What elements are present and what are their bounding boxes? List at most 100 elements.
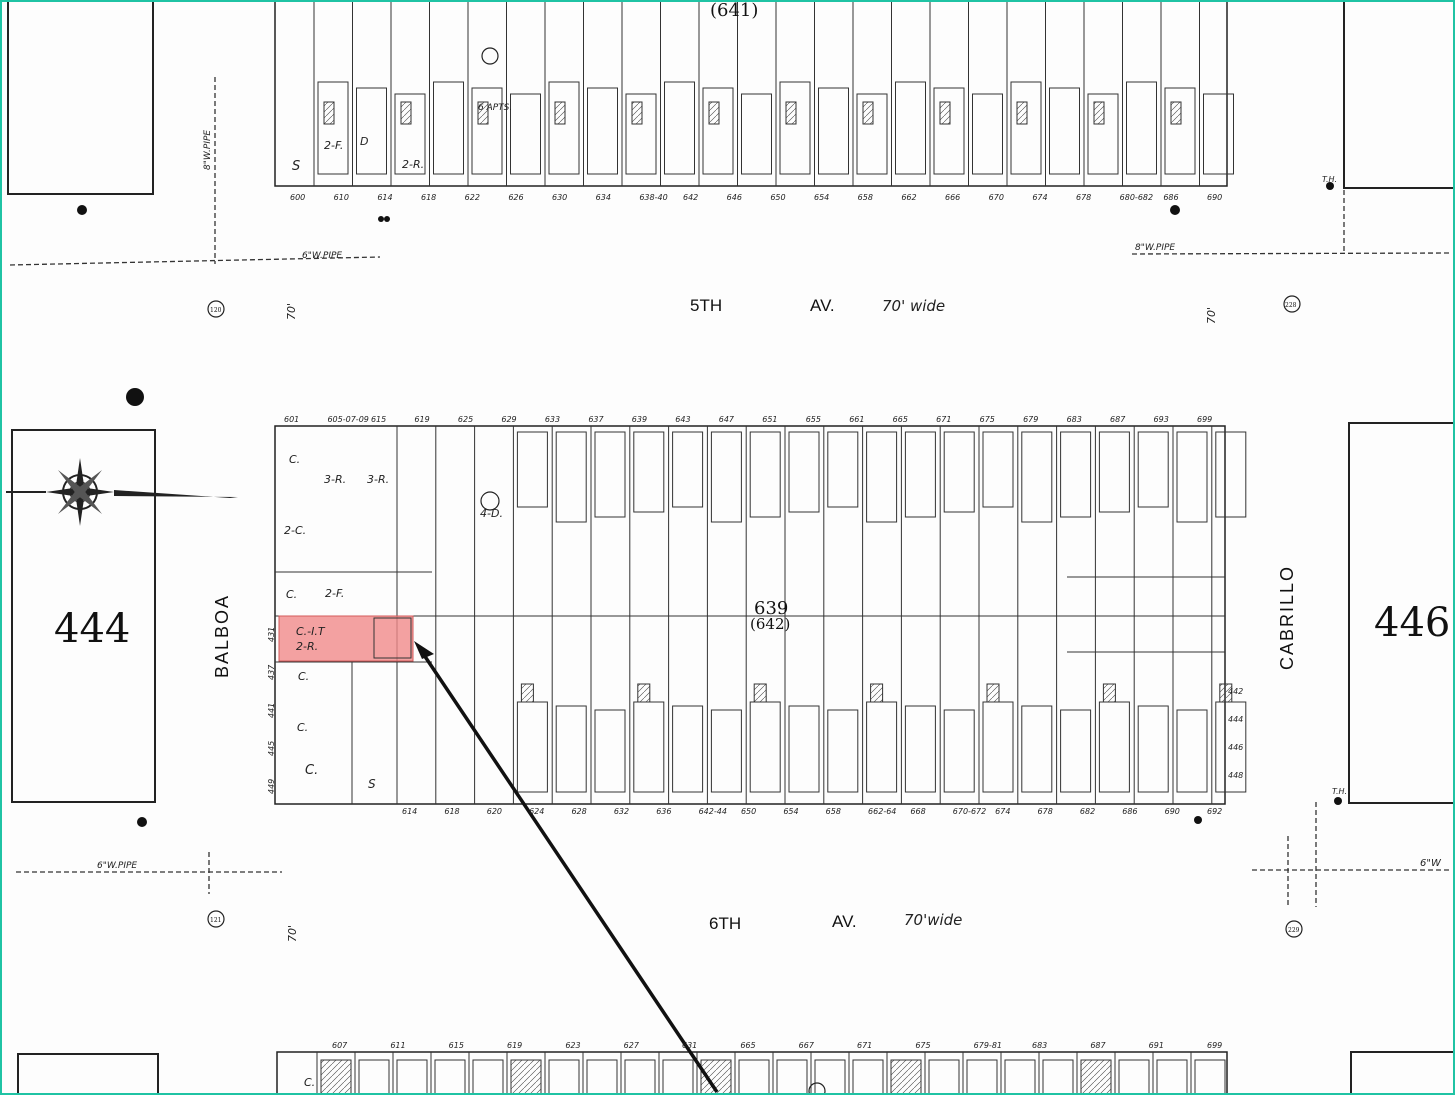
address-number: 622 bbox=[465, 193, 480, 202]
address-number: 628 bbox=[571, 807, 586, 816]
block-sub-642: (642) bbox=[750, 615, 790, 633]
water-pipes bbox=[9, 77, 1452, 907]
address-number: 629 bbox=[501, 415, 516, 424]
address-number: 442 bbox=[1228, 687, 1243, 696]
hydrant-markers bbox=[207, 47, 1303, 1093]
building-labels: C. 3-R. 3-R. 2-C. 2-F. C. C. C. C. S S 2… bbox=[284, 103, 1347, 1089]
svg-text:T.H.: T.H. bbox=[1332, 787, 1347, 796]
address-number: 662-64 bbox=[868, 807, 896, 816]
address-number: 624 bbox=[529, 807, 544, 816]
address-number: 686 bbox=[1163, 193, 1178, 202]
address-number: 654 bbox=[783, 807, 798, 816]
address-number: 642-44 bbox=[699, 807, 727, 816]
address-number: 692 bbox=[1207, 807, 1222, 816]
address-number: 665 bbox=[740, 1041, 755, 1050]
address-number: 614 bbox=[377, 193, 392, 202]
address-number: 675 bbox=[980, 415, 995, 424]
address-number: 658 bbox=[858, 193, 873, 202]
address-number: 670 bbox=[989, 193, 1004, 202]
address-number: 620 bbox=[487, 807, 502, 816]
svg-text:D: D bbox=[360, 135, 368, 148]
svg-text:C.: C. bbox=[305, 763, 318, 778]
address-number: 642 bbox=[683, 193, 698, 202]
address-number: 683 bbox=[1032, 1041, 1047, 1050]
highlight-label-2: 2-R. bbox=[296, 640, 318, 653]
pipe-label-top-right: 8"W.PIPE bbox=[1135, 243, 1175, 253]
address-number: 687 bbox=[1110, 415, 1126, 424]
highlighted-parcel[interactable]: C.-I.T 2-R. bbox=[278, 615, 414, 662]
svg-text:120: 120 bbox=[210, 307, 222, 314]
svg-text:S: S bbox=[292, 159, 300, 174]
svg-text:121: 121 bbox=[210, 917, 221, 924]
address-number: 691 bbox=[1149, 1041, 1164, 1050]
address-number: 667 bbox=[799, 1041, 815, 1050]
address-number: 671 bbox=[857, 1041, 872, 1050]
address-number: 679-81 bbox=[974, 1041, 1002, 1050]
hydrant-numbers: 120 228 121 229 bbox=[210, 302, 1300, 934]
address-number: 654 bbox=[814, 193, 829, 202]
address-number: 666 bbox=[945, 193, 960, 202]
svg-text:S: S bbox=[368, 777, 376, 791]
address-number: 674 bbox=[995, 807, 1010, 816]
address-number: 611 bbox=[390, 1041, 405, 1050]
address-number: 643 bbox=[675, 415, 690, 424]
address-number: 639 bbox=[632, 415, 647, 424]
street-cabrillo: CABRILLO bbox=[1277, 565, 1297, 670]
address-number: 615 bbox=[371, 415, 386, 424]
address-number: 633 bbox=[545, 415, 560, 424]
address-number: 448 bbox=[1228, 771, 1243, 780]
address-number: 686 bbox=[1122, 807, 1137, 816]
address-number: 646 bbox=[727, 193, 742, 202]
address-number: 631 bbox=[682, 1041, 697, 1050]
address-number: 661 bbox=[849, 415, 864, 424]
address-number: 618 bbox=[421, 193, 436, 202]
address-number: 632 bbox=[614, 807, 629, 816]
address-number: 650 bbox=[770, 193, 785, 202]
address-number: 441 bbox=[267, 703, 276, 718]
address-number: 693 bbox=[1154, 415, 1169, 424]
address-number: 699 bbox=[1207, 1041, 1222, 1050]
address-number: 678 bbox=[1038, 807, 1053, 816]
width-70-c: 70' bbox=[286, 925, 299, 942]
address-number: 675 bbox=[915, 1041, 930, 1050]
street-6th-name: 6TH bbox=[709, 914, 741, 933]
compass-rose-icon bbox=[6, 458, 238, 526]
address-number: 600 bbox=[290, 193, 305, 202]
width-70-b: 70' bbox=[1205, 307, 1218, 324]
block-446: 446 bbox=[1343, 2, 1453, 1093]
svg-text:C.: C. bbox=[297, 721, 308, 734]
address-number: 618 bbox=[444, 807, 459, 816]
svg-text:3-R.: 3-R. bbox=[324, 473, 346, 486]
svg-text:2-F.: 2-F. bbox=[325, 587, 344, 600]
address-number: 619 bbox=[507, 1041, 522, 1050]
address-number: 671 bbox=[936, 415, 951, 424]
street-5th-width: 70' wide bbox=[882, 297, 945, 315]
svg-text:6 APTS.: 6 APTS. bbox=[478, 103, 512, 113]
address-number: 647 bbox=[719, 415, 735, 424]
pipe-label-bottom-right: 6"W bbox=[1420, 858, 1442, 869]
address-number: 601 bbox=[284, 415, 299, 424]
address-number: 446 bbox=[1228, 743, 1243, 752]
address-number: 682 bbox=[1080, 807, 1095, 816]
block-bottom bbox=[276, 1051, 1228, 1093]
address-number: 623 bbox=[565, 1041, 580, 1050]
address-number: 634 bbox=[596, 193, 611, 202]
svg-text:3-R.: 3-R. bbox=[367, 473, 389, 486]
svg-text:C.: C. bbox=[304, 1076, 315, 1089]
pipe-label-top-left-h: 6"W.PIPE bbox=[302, 251, 342, 261]
highlight-label-1: C.-I.T bbox=[296, 625, 326, 638]
address-number: 437 bbox=[267, 664, 276, 680]
address-number: 605-07-09 bbox=[327, 415, 368, 424]
address-number: 683 bbox=[1067, 415, 1082, 424]
address-number: 687 bbox=[1090, 1041, 1106, 1050]
address-number: 619 bbox=[414, 415, 429, 424]
address-number: 626 bbox=[508, 193, 523, 202]
address-number: 449 bbox=[267, 779, 276, 794]
